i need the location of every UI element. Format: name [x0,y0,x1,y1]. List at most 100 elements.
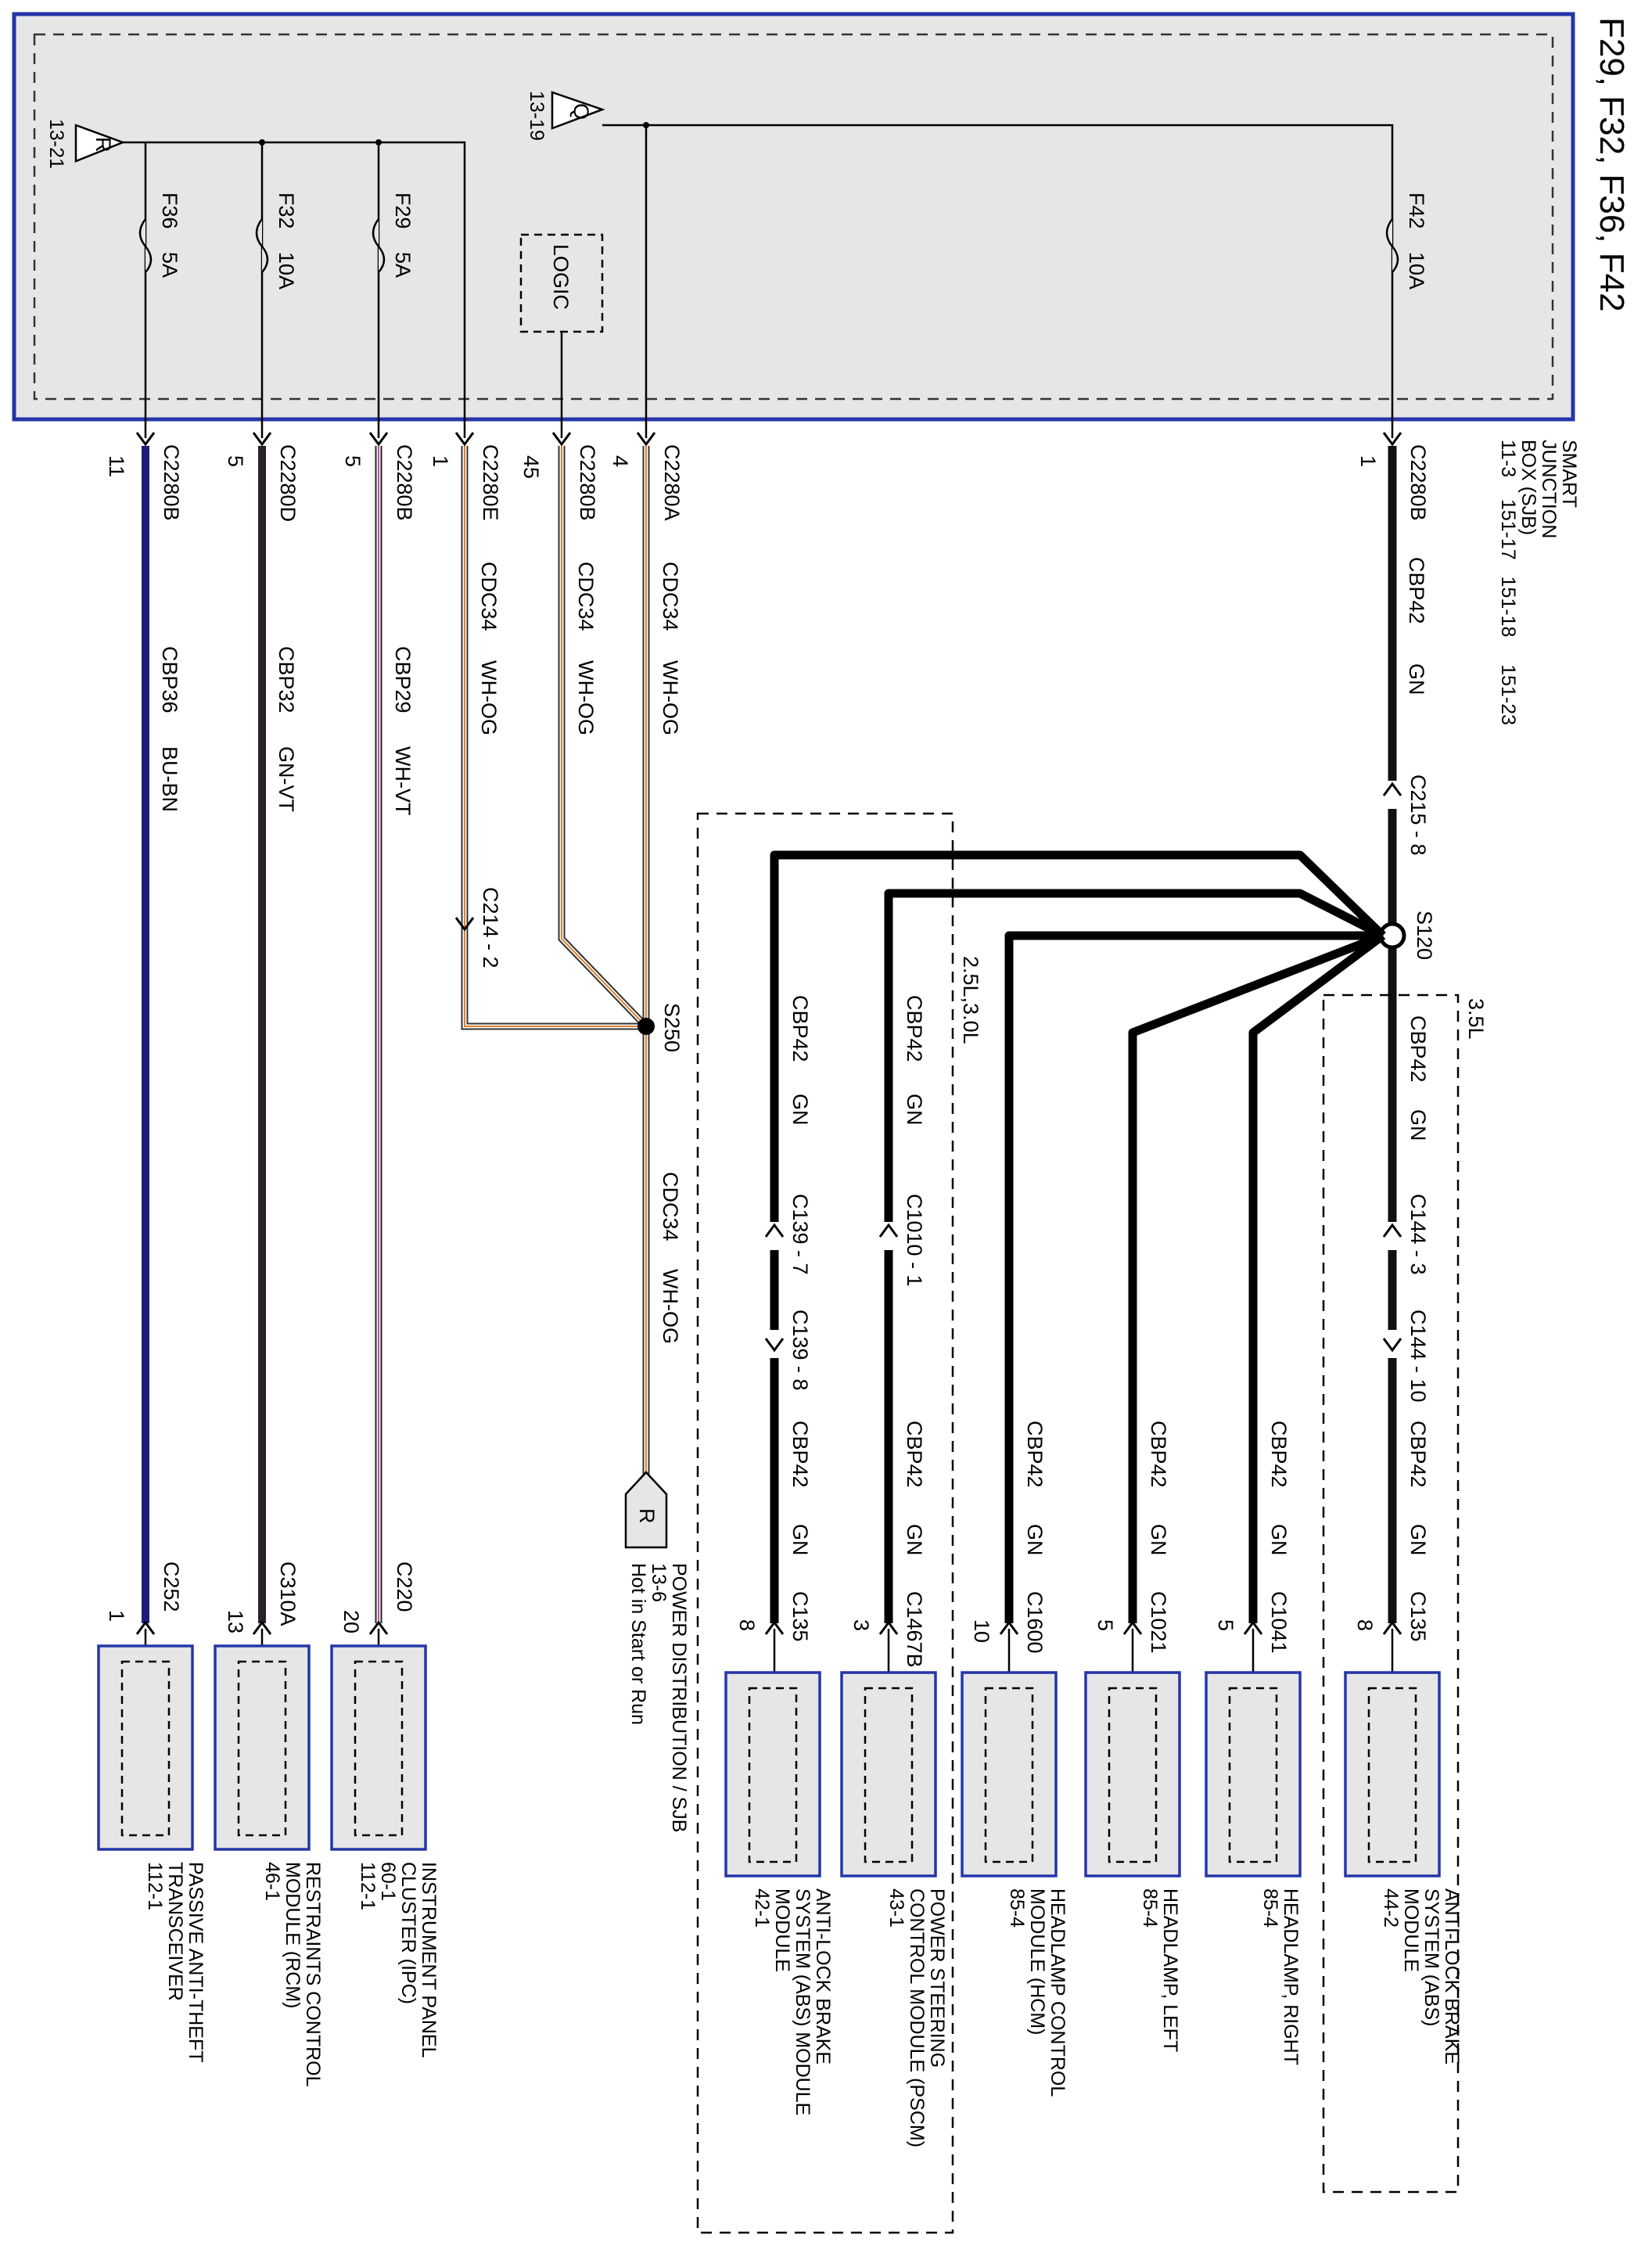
svg-text:POWER STEERING: POWER STEERING [926,1888,948,2068]
svg-text:PASSIVE ANTI-THEFT: PASSIVE ANTI-THEFT [185,1862,206,2063]
svg-text:C2280B: C2280B [160,444,183,521]
branch-hlr [1248,932,1386,1623]
c1010-label: C1010 - 1 [903,1194,926,1287]
svg-text:11-3 151-17 151-18 15: 11-3 151-17 151-18 151-23 [1497,440,1519,725]
svg-text:CLUSTER (IPC): CLUSTER (IPC) [397,1862,419,2004]
module-hcm-name: HEADLAMP CONTROL MODULE (HCM) 85-4 [1006,1888,1068,2097]
power-dist-r-letter: R [635,1508,659,1524]
bus-q [602,124,1394,438]
source-q-triangle [551,91,605,130]
svg-text:8: 8 [1353,1619,1377,1631]
svg-text:SMART: SMART [1558,440,1580,508]
svg-text:SYSTEM (ABS): SYSTEM (ABS) [1420,1888,1442,2026]
module-headlamp-left-name: HEADLAMP, LEFT 85-4 [1139,1888,1181,2052]
svg-text:HEADLAMP, RIGHT: HEADLAMP, RIGHT [1280,1888,1302,2065]
module-rcm [214,1644,311,1851]
svg-text:BOX (SJB): BOX (SJB) [1517,440,1539,535]
fuse-f42-name: F42 [1405,192,1428,229]
svg-text:GN: GN [1406,1109,1430,1141]
svg-text:MODULE: MODULE [771,1888,793,1972]
svg-text:ANTI-LOCK BRAKE: ANTI-LOCK BRAKE [812,1888,834,2064]
svg-text:112-1: 112-1 [144,1862,166,1910]
svg-text:13: 13 [224,1610,247,1633]
svg-text:20: 20 [339,1610,363,1633]
svg-text:WH-OG: WH-OG [659,660,682,735]
splice-s250 [637,1018,655,1035]
svg-text:C135: C135 [1406,1591,1430,1642]
source-r-letter: R [92,137,115,153]
svg-text:C1600: C1600 [1023,1591,1047,1654]
c144-3-label: C144 - 3 [1406,1194,1430,1275]
module-headlamp-right-name: HEADLAMP, RIGHT 85-4 [1259,1888,1302,2065]
group-3-5l-label: 3.5L [1464,998,1488,1040]
svg-text:GN: GN [1405,663,1428,695]
fuse-f42-icon [1385,218,1399,273]
module-hcm [961,1671,1058,1878]
svg-text:1: 1 [105,1610,128,1622]
svg-text:CBP36: CBP36 [158,646,181,713]
fuse-f36-icon [138,218,153,273]
power-dist-r-connector [624,1471,668,1549]
group-2-5l-label: 2.5L,3.0L [959,956,982,1044]
svg-text:46-1: 46-1 [261,1862,283,1901]
svg-text:CBP42: CBP42 [1147,1421,1170,1488]
svg-text:85-4: 85-4 [1139,1888,1161,1928]
svg-text:13-6: 13-6 [648,1563,670,1602]
svg-text:ANTI-LOCK BRAKE: ANTI-LOCK BRAKE [1441,1888,1463,2064]
group-3-5l [1322,994,1460,2194]
svg-text:4: 4 [609,455,632,467]
sjb-enclosure [12,12,1575,422]
svg-text:MODULE: MODULE [1400,1888,1422,1972]
svg-text:GN: GN [788,1524,812,1556]
svg-text:112-1: 112-1 [357,1862,379,1910]
power-dist-label: POWER DISTRIBUTION / SJB 13-6 Hot in Sta… [627,1563,690,1832]
svg-text:HEADLAMP, LEFT: HEADLAMP, LEFT [1159,1888,1181,2052]
svg-text:85-4: 85-4 [1259,1888,1281,1928]
svg-text:CDC34: CDC34 [574,562,598,631]
svg-text:CDC34: CDC34 [659,1172,682,1241]
svg-text:RESTRAINTS CONTROL: RESTRAINTS CONTROL [302,1862,324,2087]
svg-text:C252: C252 [160,1561,183,1612]
svg-text:TRANSCEIVER: TRANSCEIVER [164,1862,186,2001]
svg-text:GN: GN [788,1094,812,1126]
source-r-ref: 13-21 [45,119,67,169]
svg-text:C2280B: C2280B [393,444,416,521]
fuse-f29-name: F29 [391,192,415,229]
svg-text:1: 1 [1356,455,1380,467]
branch-hll [1128,931,1384,1623]
svg-text:CONTROL MODULE (PSCM): CONTROL MODULE (PSCM) [906,1888,928,2147]
svg-text:60-1: 60-1 [377,1862,399,1901]
svg-text:CBP42: CBP42 [1023,1421,1047,1488]
c214-label: C214 - 2 [479,887,502,968]
c139-8-label: C139 - 8 [788,1310,812,1391]
svg-text:8: 8 [735,1619,759,1631]
svg-text:CDC34: CDC34 [659,562,682,631]
svg-text:GN: GN [903,1094,926,1126]
svg-text:CBP42: CBP42 [1267,1421,1291,1488]
svg-text:SYSTEM (ABS) MODULE: SYSTEM (ABS) MODULE [792,1888,813,2115]
fuse-f42-rating: 10A [1405,252,1428,289]
svg-text:1: 1 [429,455,452,467]
svg-text:5: 5 [1214,1619,1237,1631]
c215-label: C215 - 8 [1406,774,1430,856]
svg-text:3: 3 [849,1619,873,1631]
svg-text:C310A: C310A [276,1561,300,1626]
module-pats-name: PASSIVE ANTI-THEFT TRANSCEIVER 112-1 [144,1862,206,2063]
branch-pscm [884,889,1385,1623]
svg-text:C2280E: C2280E [479,444,502,521]
module-pats [97,1644,194,1851]
c139-7-label: C139 - 7 [788,1194,812,1275]
svg-text:CDC34: CDC34 [477,562,501,631]
fuse-f32-icon [255,218,269,273]
sjb-inner-dashed [33,33,1554,401]
svg-text:WH-OG: WH-OG [574,660,598,735]
svg-text:POWER DISTRIBUTION / SJB: POWER DISTRIBUTION / SJB [668,1563,690,1832]
fuse-f36-rating: 5A [158,252,181,278]
svg-text:WH-VT: WH-VT [391,746,415,815]
svg-text:JUNCTION: JUNCTION [1538,440,1560,538]
module-abs-3-5l [1344,1671,1441,1878]
svg-text:C1467B: C1467B [903,1591,926,1668]
module-pscm-name: POWER STEERING CONTROL MODULE (PSCM) 43-… [885,1888,948,2147]
wire-cdc34-logic [558,446,649,1029]
